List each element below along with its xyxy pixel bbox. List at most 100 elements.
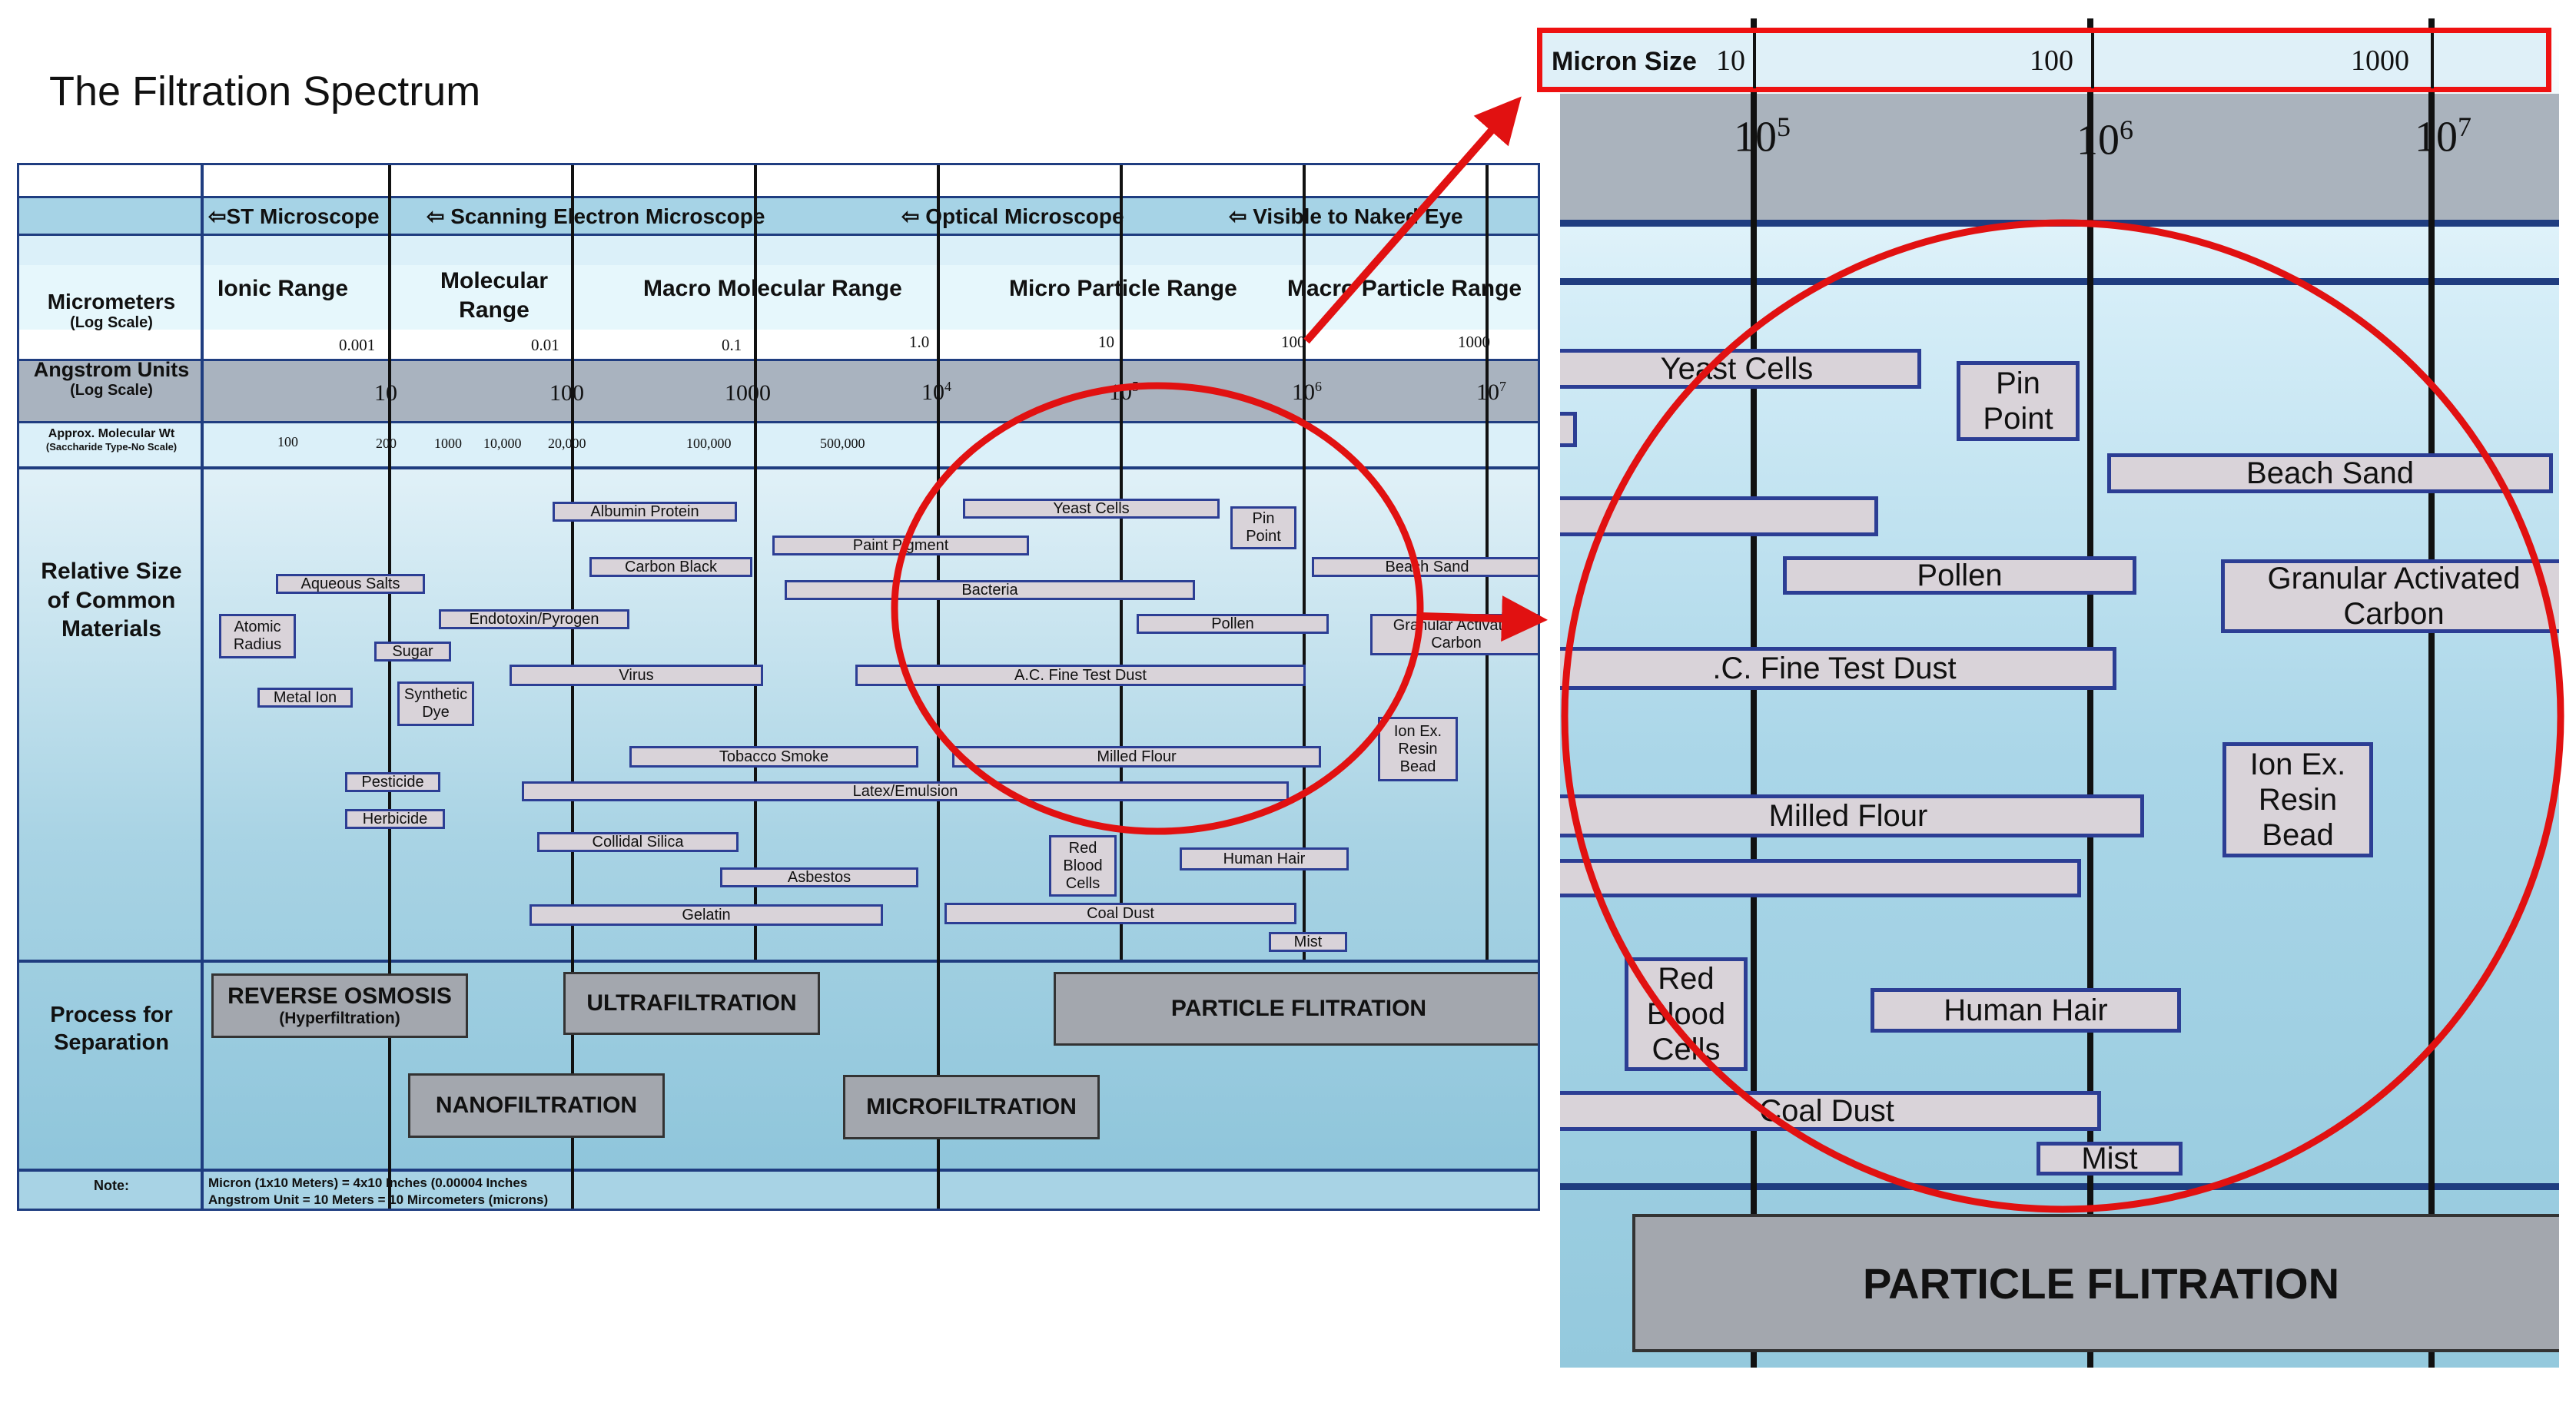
angstrom-tick: 10 [374, 380, 397, 406]
process-particle-filtration: PARTICLE FLITRATION [1054, 972, 1538, 1046]
process-ro-sub: (Hyperfiltration) [279, 1010, 400, 1027]
material-aqueous-salts: Aqueous Salts [276, 574, 425, 594]
micron-size-callout: Micron Size 10 100 1000 [1537, 28, 2551, 92]
zoom-decade-line [2087, 18, 2093, 1368]
zoom-angstrom-band [1560, 94, 2559, 224]
material-carbon-black: Carbon Black [589, 557, 752, 577]
angstrom-label: Angstrom Units (Log Scale) [19, 358, 204, 399]
arrow-left-icon: ⇦ [427, 204, 451, 228]
molwt-tick: 20,000 [548, 436, 586, 451]
zoom-material-latex-cutoff [1560, 859, 2081, 897]
zoom-angstrom-exp: 7 [2458, 111, 2471, 142]
process-microfiltration: MICROFILTRATION [843, 1075, 1100, 1139]
micrometer-tick: 1000 [1458, 333, 1490, 351]
zoom-angstrom-exp: 5 [1777, 111, 1791, 142]
zoom-material-granular-activated-carbon: Granular Activated Carbon [2221, 559, 2559, 633]
angstrom-tick: 1000 [725, 380, 771, 406]
material-asbestos: Asbestos [720, 867, 918, 887]
material-metal-ion: Metal Ion [257, 688, 353, 708]
molwt-tick: 500,000 [820, 436, 865, 451]
zoom-angstrom-tick: 106 [2076, 114, 2133, 165]
molwt-tick: 200 [376, 436, 397, 451]
angstrom-base: 10 [1292, 380, 1315, 405]
micrometer-tick: 0.001 [339, 336, 376, 354]
zoom-decade-line [1751, 18, 1757, 1368]
material-endotoxin-pyrogen: Endotoxin/Pyrogen [439, 609, 629, 629]
material-synthetic-dye: Synthetic Dye [397, 681, 474, 726]
angstrom-band [19, 359, 1538, 423]
decade-line [754, 165, 757, 960]
micrometer-tick-band [19, 330, 1538, 359]
process-label: Process for Separation [50, 1003, 173, 1056]
material-human-hair: Human Hair [1180, 847, 1349, 870]
zoom-material-coal-dust: Coal Dust [1560, 1091, 2101, 1131]
material-ion-exchange-resin-bead: Ion Ex. Resin Bead [1378, 717, 1458, 781]
molwt-label: Approx. Molecular Wt (Saccharide Type-No… [19, 426, 204, 453]
note-line-1: Micron (1x10 Meters) = 4x10 Inches (0.00… [208, 1176, 528, 1190]
zoom-angstrom-exp: 6 [2120, 114, 2133, 145]
microscope-optical-label: Optical Microscope [925, 204, 1124, 228]
angstrom-tick: 100 [549, 380, 584, 406]
material-latex-emulsion: Latex/Emulsion [522, 781, 1289, 801]
microscope-st: ⇦ST Microscope [208, 204, 380, 229]
arrow-left-icon: ⇦ [208, 204, 227, 228]
arrow-left-icon: ⇦ [901, 204, 926, 228]
note-band [19, 1172, 1538, 1209]
micrometers-text: Micrometers [47, 290, 176, 313]
zoom-process-particle-filtration: PARTICLE FLITRATION [1632, 1214, 2559, 1352]
left-label-column [19, 165, 204, 1209]
material-bacteria: Bacteria [785, 580, 1195, 600]
micrometer-tick: 1.0 [909, 333, 930, 351]
process-ro-label: REVERSE OSMOSIS [227, 983, 452, 1009]
material-tobacco-smoke: Tobacco Smoke [629, 746, 918, 768]
material-atomic-radius: Atomic Radius [219, 614, 296, 658]
micron-divider [2431, 33, 2434, 88]
angstrom-scale: (Log Scale) [70, 381, 153, 399]
note-label: Note: [94, 1178, 129, 1193]
micrometer-tick: 0.1 [722, 336, 742, 354]
page-title: The Filtration Spectrum [49, 68, 481, 114]
angstrom-text: Angstrom Units [33, 358, 190, 381]
divider [19, 960, 1538, 963]
zoom-material-mist: Mist [2037, 1142, 2183, 1176]
zoom-material-beach-sand: Beach Sand [2107, 453, 2553, 493]
material-mist: Mist [1269, 932, 1347, 952]
molwt-text: Approx. Molecular Wt [48, 427, 175, 440]
angstrom-exp: 6 [1315, 379, 1322, 394]
note-line-2: Angstrom Unit = 10 Meters = 10 Mircomete… [208, 1192, 549, 1208]
molwt-band [19, 423, 1538, 466]
zoom-angstrom-tick: 107 [2415, 111, 2471, 162]
material-colloidal-silica: Collidal Silica [537, 832, 739, 852]
molwt-tick: 100 [277, 434, 298, 449]
divider [1560, 278, 2559, 285]
material-albumin-protein: Albumin Protein [553, 502, 737, 522]
angstrom-tick: 106 [1292, 379, 1322, 406]
microscope-sem: ⇦ Scanning Electron Microscope [427, 204, 765, 229]
angstrom-base: 10 [1476, 380, 1499, 405]
material-pollen: Pollen [1137, 614, 1329, 634]
zoom-angstrom-tick: 105 [1734, 111, 1791, 162]
top-white-band [19, 165, 1538, 196]
material-milled-flour: Milled Flour [952, 746, 1321, 768]
arrow-to-micron-box [1303, 96, 1522, 344]
micron-value: 1000 [2351, 45, 2409, 77]
zoom-material-yeast-cells: Yeast Cells [1560, 349, 1921, 389]
range-ionic: Ionic Range [217, 276, 349, 301]
microscope-sem-label: Scanning Electron Microscope [450, 204, 765, 228]
range-macro-molecular: Macro Molecular Range [643, 276, 902, 301]
micrometers-label: Micrometers (Log Scale) [19, 290, 204, 332]
molwt-tick: 1000 [434, 436, 462, 451]
process-nanofiltration: NANOFILTRATION [408, 1073, 665, 1138]
angstrom-base: 10 [921, 380, 944, 405]
arrow-left-icon: ⇦ [1229, 204, 1253, 228]
micron-value: 100 [2030, 45, 2073, 77]
material-herbicide: Herbicide [345, 809, 445, 829]
material-red-blood-cells: Red Blood Cells [1049, 835, 1117, 897]
decade-line [1120, 165, 1123, 960]
molwt-tick: 10,000 [483, 436, 522, 451]
zoom-material-pin-point: Pin Point [1957, 361, 2080, 441]
filtration-spectrum-chart: Micrometers (Log Scale) Angstrom Units (… [17, 163, 1540, 1211]
angstrom-exp: 4 [944, 379, 951, 394]
range-macro-particle: Macro Particle Range [1287, 276, 1522, 301]
